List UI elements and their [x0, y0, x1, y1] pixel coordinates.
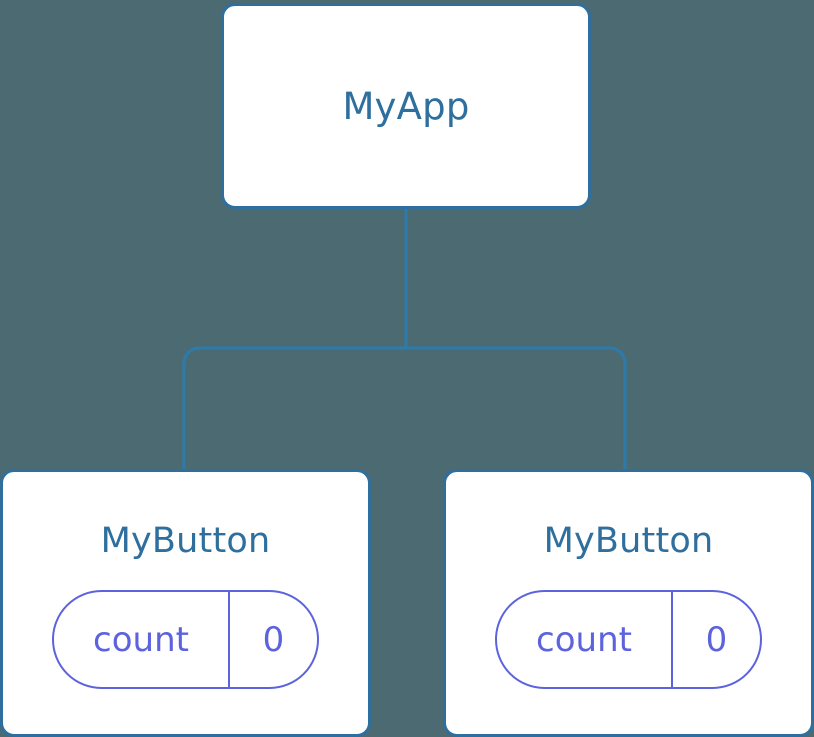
state-value: 0: [705, 619, 728, 660]
node-mybutton-right[interactable]: MyButton count 0: [443, 469, 814, 737]
node-mybutton-left[interactable]: MyButton count 0: [0, 469, 371, 737]
node-title: MyApp: [342, 84, 470, 128]
node-title: MyButton: [100, 521, 271, 561]
node-title: MyButton: [543, 521, 714, 561]
node-myapp[interactable]: MyApp: [221, 3, 591, 209]
state-key: count: [497, 592, 673, 687]
edge-branch-to-child-left: [182, 346, 406, 471]
state-pill[interactable]: count 0: [52, 590, 319, 689]
edge-branch-to-child-right: [406, 346, 627, 471]
state-value: 0: [262, 619, 285, 660]
state-key: count: [54, 592, 230, 687]
state-pill[interactable]: count 0: [495, 590, 762, 689]
